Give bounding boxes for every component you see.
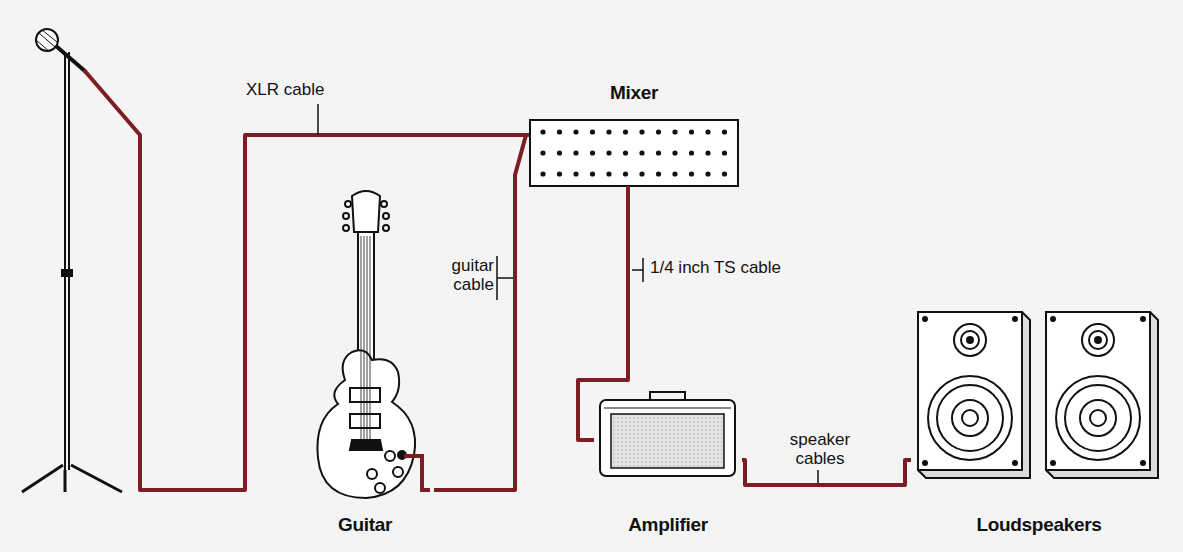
cable-label: guitar cable xyxy=(430,256,496,294)
label-bracket xyxy=(497,256,515,300)
loudspeakers xyxy=(918,312,1158,478)
xlr-cable xyxy=(84,70,530,490)
label-bracket xyxy=(817,470,819,485)
device-caption: Mixer xyxy=(526,82,742,104)
mixer xyxy=(530,120,738,186)
amplifier xyxy=(600,392,735,476)
label-bracket xyxy=(632,258,643,282)
cable-label: 1/4 inch TS cable xyxy=(648,258,822,277)
guitar-cord xyxy=(404,456,430,490)
cable-label: XLR cable xyxy=(244,80,326,100)
cable-connector xyxy=(434,135,526,490)
label-bracket xyxy=(317,104,319,135)
device-node: Guitar xyxy=(296,186,434,542)
device-node: Loudspeakers xyxy=(911,308,1167,542)
cable-connector xyxy=(578,186,628,440)
device-node: Mixer xyxy=(526,82,742,186)
device-caption: Guitar xyxy=(296,514,434,536)
device-caption: Amplifier xyxy=(594,514,742,536)
cable-label: speaker cables xyxy=(778,430,862,468)
device-caption: Loudspeakers xyxy=(911,514,1167,536)
device-node: Amplifier xyxy=(594,392,742,542)
guitar xyxy=(317,191,415,498)
